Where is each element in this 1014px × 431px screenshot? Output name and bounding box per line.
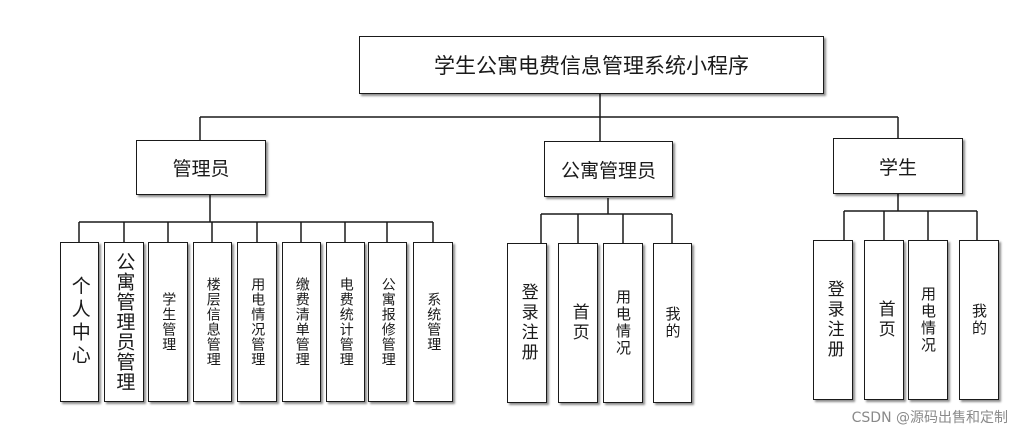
student-module-login-register: 登录注册	[813, 240, 853, 400]
root-node: 学生公寓电费信息管理系统小程序	[359, 36, 824, 94]
admin-module-payment-list-management: 缴费清单管理	[282, 242, 321, 402]
role-apartment-manager: 公寓管理员	[544, 141, 673, 197]
student-module-mine: 我的	[959, 240, 999, 400]
role-admin: 管理员	[136, 140, 266, 195]
admin-module-power-usage-management: 用电情况管理	[237, 242, 277, 402]
manager-module-power-usage: 用电情况	[603, 243, 643, 403]
admin-module-system-management: 系统管理	[413, 242, 453, 402]
role-student: 学生	[833, 138, 963, 194]
watermark: CSDN @源码出售和定制	[851, 410, 1008, 426]
admin-module-repair-management: 公寓报修管理	[368, 242, 407, 402]
admin-module-student-management: 学生管理	[148, 242, 188, 402]
manager-module-login-register: 登录注册	[507, 243, 547, 403]
manager-module-home: 首页	[558, 243, 598, 403]
manager-module-mine: 我的	[653, 243, 692, 403]
admin-module-apartment-manager-management: 公寓管理员管理	[104, 242, 144, 402]
admin-module-fee-statistics-management: 电费统计管理	[326, 242, 365, 402]
admin-module-personal-center: 个人中心	[60, 242, 99, 402]
student-module-home: 首页	[864, 240, 904, 400]
admin-module-floor-info-management: 楼层信息管理	[193, 242, 232, 402]
student-module-power-usage: 用电情况	[908, 240, 948, 400]
